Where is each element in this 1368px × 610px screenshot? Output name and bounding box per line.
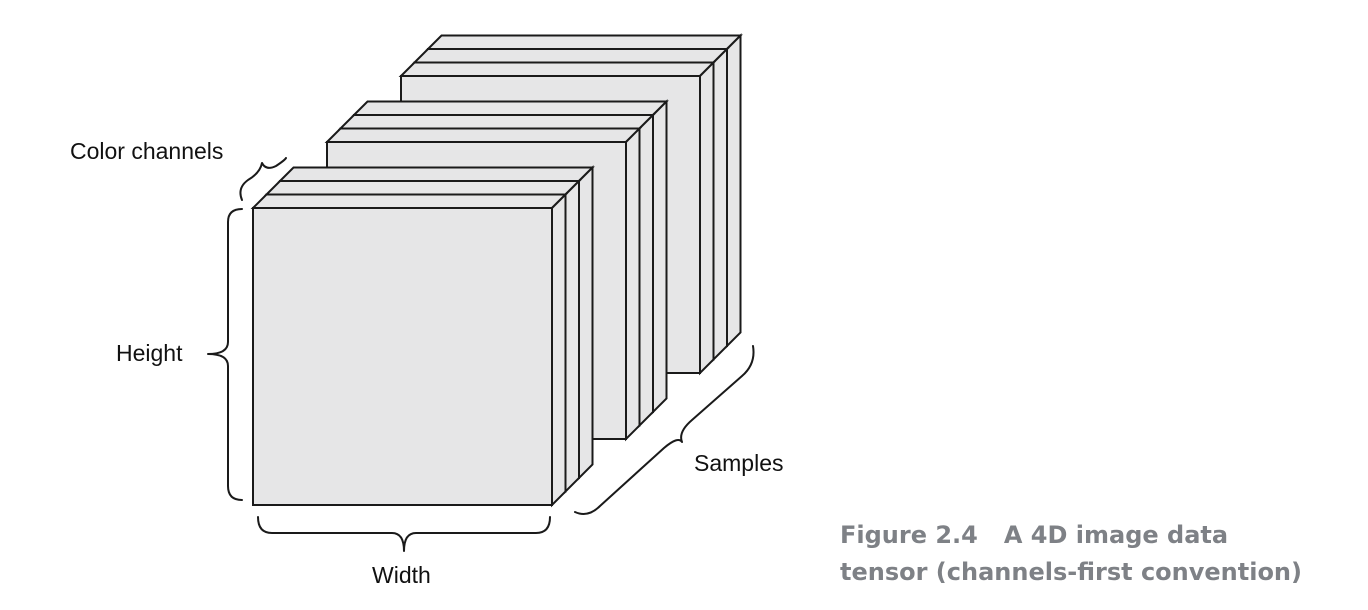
height-label: Height	[116, 340, 183, 366]
sample-1-channel-2-top	[264, 180, 582, 196]
caption-text-1: A 4D image data	[1003, 521, 1229, 549]
sample-2-channel-2-side	[638, 112, 654, 428]
sample-1-channel-2-side	[564, 178, 580, 494]
sample-2-channel-1-top	[324, 127, 642, 143]
sample-3-channel-3-side	[726, 33, 742, 349]
color-channels-brace	[239, 157, 287, 201]
samples-label: Samples	[694, 450, 783, 476]
sample-1-channel-1-face	[252, 207, 553, 506]
figure-caption: Figure 2.4 A 4D image data tensor (channe…	[840, 517, 1360, 591]
image-stacks	[250, 33, 743, 508]
width-label: Width	[372, 562, 431, 588]
sample-3-channel-1-side	[699, 60, 715, 376]
height-brace	[207, 208, 243, 501]
sample-2-channel-2-top	[338, 114, 656, 130]
sample-1-channel-3-top	[277, 166, 595, 182]
color-channels-label: Color channels	[70, 138, 223, 164]
sample-3-channel-2-top	[412, 48, 730, 64]
sample-2-channel-1-side	[625, 126, 641, 442]
sample-1-channel-3-side	[578, 165, 594, 481]
sample-2-channel-3-side	[652, 99, 668, 415]
samples-brace	[574, 345, 755, 515]
caption-line-2: tensor (channels-first convention)	[840, 558, 1302, 586]
sample-2-channel-3-top	[351, 100, 669, 116]
sample-1-channel-1-top	[250, 193, 568, 209]
caption-line-1: Figure 2.4 A 4D image data	[840, 517, 1360, 554]
sample-3-channel-3-top	[425, 34, 743, 50]
width-brace	[257, 516, 551, 552]
caption-number: Figure 2.4	[840, 521, 978, 549]
sample-3-channel-1-top	[398, 61, 716, 77]
sample-1-channel-1-side	[551, 192, 567, 508]
sample-3-channel-2-side	[712, 46, 728, 362]
